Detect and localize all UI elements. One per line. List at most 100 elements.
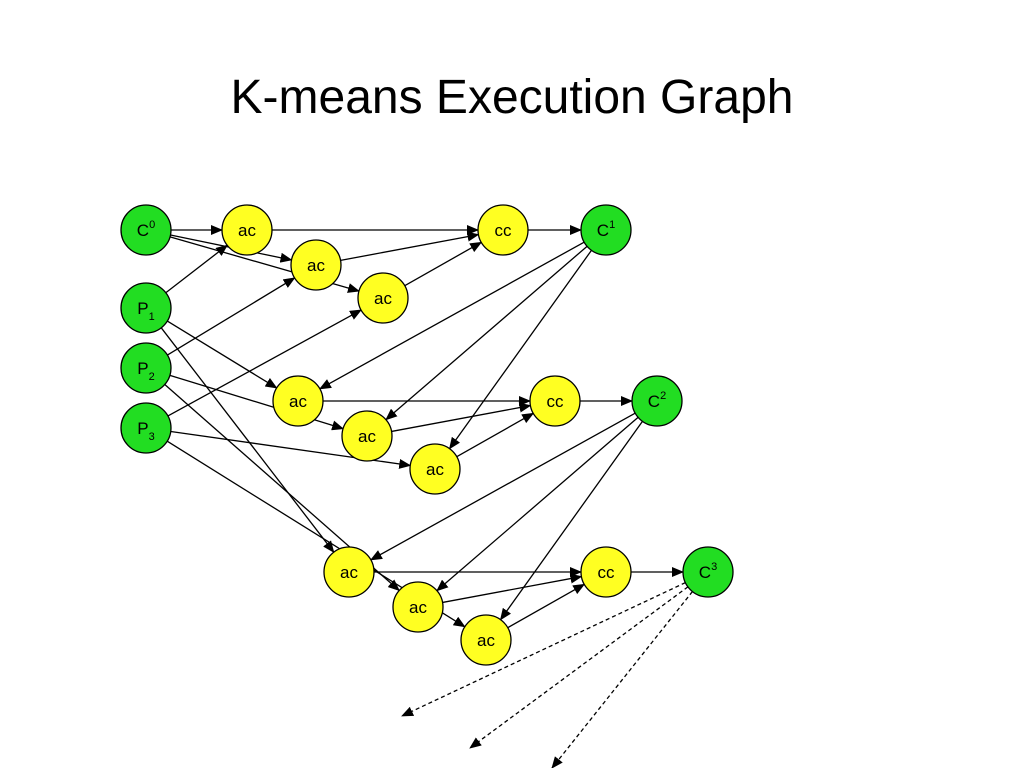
node-label-main: C bbox=[137, 221, 149, 240]
node-label: ac bbox=[374, 289, 392, 308]
node-circle bbox=[357, 272, 409, 324]
node-circle bbox=[460, 614, 512, 666]
edge-P1-to-ac2a bbox=[166, 320, 278, 389]
node-label: P3 bbox=[137, 419, 154, 443]
node-circle bbox=[341, 410, 393, 462]
slide-title: K-means Execution Graph bbox=[230, 71, 794, 124]
node-label: ac bbox=[289, 392, 307, 411]
node-circle bbox=[323, 546, 375, 598]
node-label-main: cc bbox=[598, 563, 616, 582]
edge-ac1c-to-cc1 bbox=[404, 241, 483, 287]
node-label-superscript: 3 bbox=[711, 561, 717, 573]
node-P1: P1 bbox=[120, 282, 172, 334]
node-label: ac bbox=[477, 631, 495, 650]
node-ac2a: ac bbox=[272, 375, 324, 427]
edges-layer bbox=[160, 225, 693, 768]
node-label: ac bbox=[238, 221, 256, 240]
node-label: C1 bbox=[597, 219, 615, 240]
node-label-main: C bbox=[648, 392, 660, 411]
node-label-main: C bbox=[699, 563, 711, 582]
node-circle bbox=[120, 282, 172, 334]
node-label: P2 bbox=[137, 359, 154, 383]
node-label-subscript: 3 bbox=[149, 431, 155, 443]
node-circle bbox=[477, 204, 529, 256]
edge-C3-to-next3 bbox=[551, 591, 693, 768]
node-label-main: ac bbox=[426, 460, 444, 479]
node-label: ac bbox=[358, 427, 376, 446]
node-label: cc bbox=[547, 392, 565, 411]
node-label-subscript: 2 bbox=[149, 371, 155, 383]
node-label-main: C bbox=[597, 221, 609, 240]
node-ac3b: ac bbox=[392, 581, 444, 633]
node-label: C0 bbox=[137, 219, 155, 240]
edge-ac3c-to-cc3 bbox=[507, 583, 586, 629]
node-P2: P2 bbox=[120, 342, 172, 394]
node-label: cc bbox=[495, 221, 513, 240]
node-label: C2 bbox=[648, 390, 666, 411]
node-label: ac bbox=[409, 598, 427, 617]
node-circle bbox=[221, 204, 273, 256]
node-label-main: cc bbox=[547, 392, 565, 411]
node-label-main: ac bbox=[340, 563, 358, 582]
edge-P3-to-ac1c bbox=[167, 309, 362, 417]
node-label-superscript: 0 bbox=[149, 219, 155, 231]
node-circle bbox=[529, 375, 581, 427]
edge-C1-to-ac2b bbox=[385, 245, 588, 421]
node-ac3a: ac bbox=[323, 546, 375, 598]
node-C3: C3 bbox=[682, 546, 734, 598]
node-label: ac bbox=[307, 256, 325, 275]
node-label-superscript: 1 bbox=[609, 219, 615, 231]
node-circle bbox=[120, 402, 172, 454]
node-C0: C0 bbox=[120, 204, 172, 256]
node-circle bbox=[120, 204, 172, 256]
node-circle bbox=[580, 546, 632, 598]
node-cc1: cc bbox=[477, 204, 529, 256]
edge-C2-to-ac3a bbox=[369, 412, 636, 561]
node-circle bbox=[631, 375, 683, 427]
node-circle bbox=[272, 375, 324, 427]
edge-C3-to-next1 bbox=[401, 582, 686, 717]
node-label-main: ac bbox=[238, 221, 256, 240]
node-ac1a: ac bbox=[221, 204, 273, 256]
edge-C3-to-next2 bbox=[469, 586, 689, 749]
node-P3: P3 bbox=[120, 402, 172, 454]
node-label-main: ac bbox=[477, 631, 495, 650]
node-label-subscript: 1 bbox=[149, 311, 155, 323]
node-C2: C2 bbox=[631, 375, 683, 427]
node-circle bbox=[392, 581, 444, 633]
node-ac2c: ac bbox=[409, 443, 461, 495]
edge-ac2b-to-cc2 bbox=[391, 402, 532, 433]
node-circle bbox=[409, 443, 461, 495]
node-label: ac bbox=[340, 563, 358, 582]
node-label-main: ac bbox=[307, 256, 325, 275]
node-circle bbox=[120, 342, 172, 394]
node-ac3c: ac bbox=[460, 614, 512, 666]
node-label-main: P bbox=[137, 419, 148, 438]
node-label: P1 bbox=[137, 299, 154, 323]
edge-P1-to-ac1a bbox=[165, 244, 229, 294]
node-circle bbox=[580, 204, 632, 256]
node-label: C3 bbox=[699, 561, 717, 582]
node-label: ac bbox=[426, 460, 444, 479]
edge-ac3b-to-cc3 bbox=[442, 573, 583, 604]
node-label-main: P bbox=[137, 299, 148, 318]
edge-ac1b-to-cc1 bbox=[340, 231, 480, 262]
node-label-main: ac bbox=[358, 427, 376, 446]
node-label-superscript: 2 bbox=[660, 390, 666, 402]
node-circle bbox=[682, 546, 734, 598]
edge-P1-to-ac3a bbox=[160, 327, 335, 553]
edge-ac2c-to-cc2 bbox=[456, 412, 535, 458]
node-ac1b: ac bbox=[290, 239, 342, 291]
node-label-main: P bbox=[137, 359, 148, 378]
node-label-main: ac bbox=[289, 392, 307, 411]
node-label-main: cc bbox=[495, 221, 513, 240]
edge-C1-to-ac2a bbox=[318, 241, 585, 390]
node-label: cc bbox=[598, 563, 616, 582]
node-ac1c: ac bbox=[357, 272, 409, 324]
node-ac2b: ac bbox=[341, 410, 393, 462]
node-circle bbox=[290, 239, 342, 291]
edge-P2-to-ac1b bbox=[167, 277, 296, 356]
